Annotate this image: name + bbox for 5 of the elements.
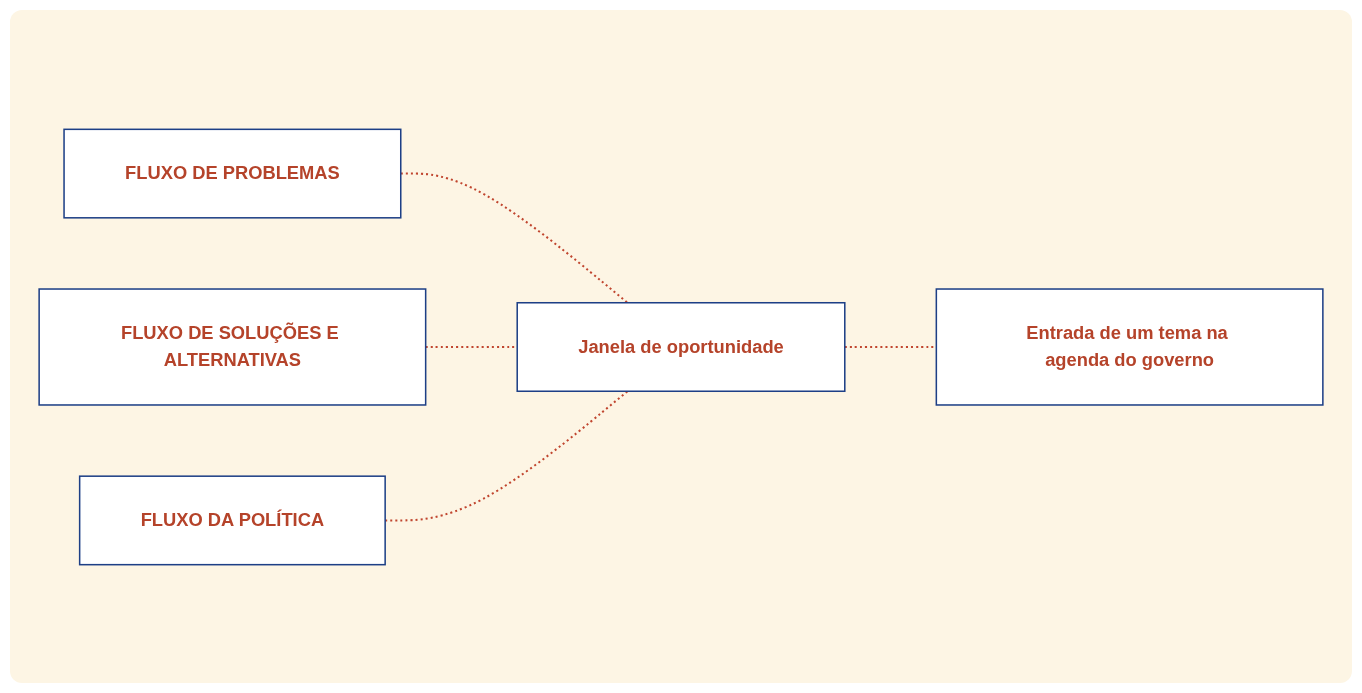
node-box: Janela de oportunidade [516,301,846,392]
node-box: FLUXO DE SOLUÇÕES E ALTERNATIVAS [38,287,427,406]
node-box: FLUXO DA POLÍTICA [78,474,386,565]
node-box: FLUXO DE PROBLEMAS [63,128,402,219]
node-box: Entrada de um tema na agenda do governo [935,287,1324,406]
